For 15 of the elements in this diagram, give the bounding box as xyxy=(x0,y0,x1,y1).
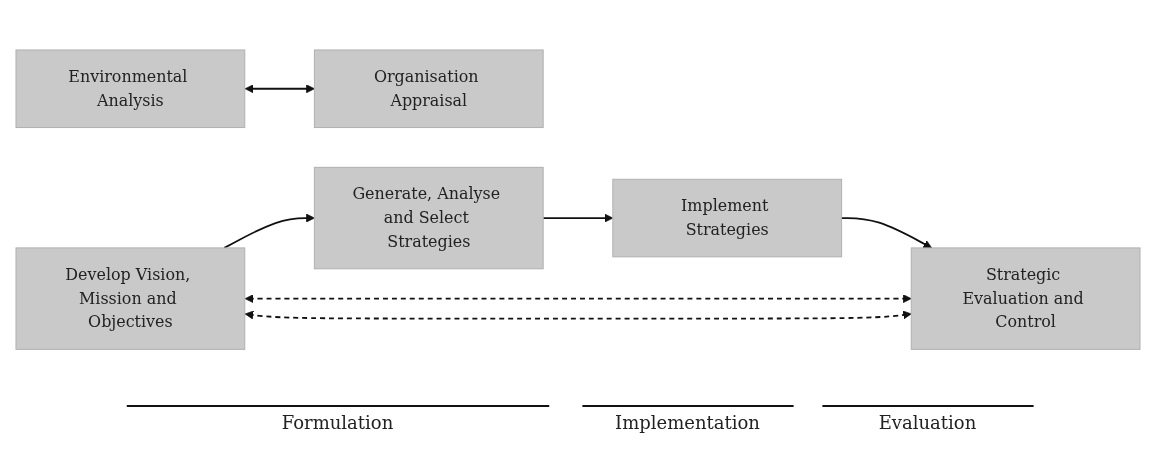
node-box: Strategic Evaluation and Control xyxy=(910,247,1140,351)
arrow xyxy=(244,84,315,94)
arrow xyxy=(840,217,932,249)
arrow xyxy=(244,310,912,320)
node-box: Environmental Analysis xyxy=(15,49,245,129)
phase-label: Evaluation xyxy=(878,412,977,433)
node-box: Develop Vision, Mission and Objectives xyxy=(15,247,245,351)
arrow xyxy=(222,214,315,250)
arrow xyxy=(244,294,912,304)
arrow xyxy=(541,214,613,223)
node-box: Organisation Appraisal xyxy=(313,49,544,129)
node-box: Implement Strategies xyxy=(611,179,842,258)
phase-label: Formulation xyxy=(281,412,394,433)
phase-label: Implementation xyxy=(615,412,760,433)
node-box: Generate, Analyse and Select Strategies xyxy=(313,167,544,270)
